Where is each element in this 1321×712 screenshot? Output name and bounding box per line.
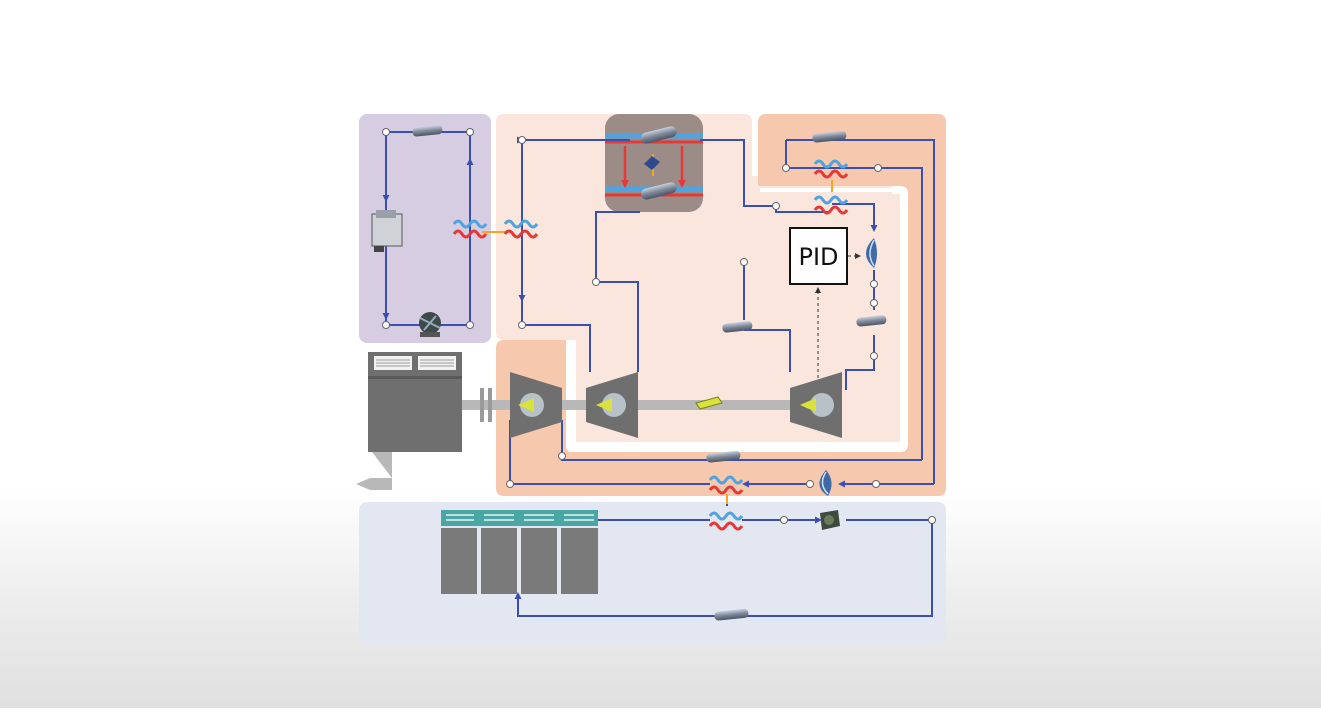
zone-left-loop [359, 114, 491, 343]
pipe-valve-icon [722, 321, 753, 333]
heat-exchanger-icon [452, 219, 488, 239]
pid-signal-lines [815, 253, 861, 390]
pipe-valve-icon [856, 315, 887, 327]
heat-exchanger-icon [708, 511, 744, 531]
pipe-valve-icon [412, 125, 443, 137]
pipe-valve-icon [714, 608, 749, 621]
turbomachine-icon [790, 372, 842, 438]
pipe-valve-icon [641, 126, 677, 144]
turbomachine-icon [510, 372, 562, 438]
zone-right-loop [496, 114, 946, 496]
zone-inner-boundary [570, 188, 906, 448]
tank-icon [371, 210, 403, 252]
turbomachine-icon [586, 372, 638, 438]
pipe-valve-icon [706, 450, 741, 463]
heat-exchanger-icon [813, 195, 849, 215]
shaft-coupling-icon [695, 396, 723, 410]
heat-exchanger-icon [813, 159, 849, 179]
pump-icon [419, 312, 441, 337]
heat-exchanger-icon [708, 475, 744, 495]
fan-icon [644, 156, 660, 170]
fan-icon [819, 470, 832, 496]
fan-icon [866, 238, 877, 268]
pipe-valve-icon [641, 182, 677, 200]
generator-icon [356, 352, 462, 490]
flow-node-icon [382, 128, 936, 524]
pipe-valve-icon [812, 130, 847, 143]
pump-icon [820, 510, 840, 530]
pid-label: PID [798, 243, 838, 271]
heat-exchanger-icon [503, 219, 539, 239]
cooling-tower-icon [441, 510, 598, 594]
pid-controller: PID [789, 227, 848, 285]
